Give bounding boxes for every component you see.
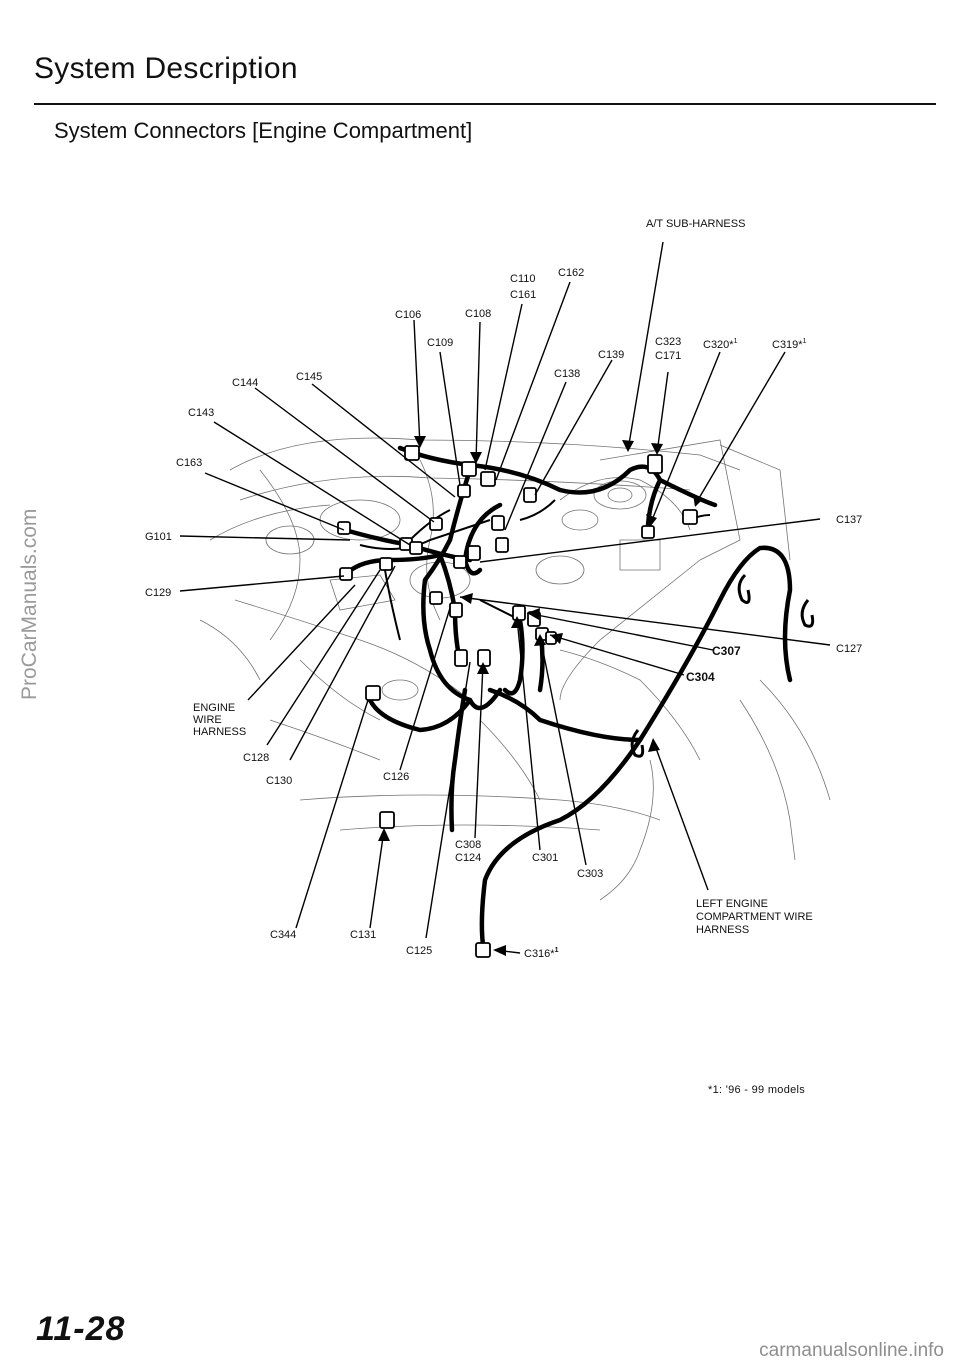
- page-number: 11-28: [36, 1310, 126, 1348]
- label-c108: C108: [465, 308, 491, 320]
- label-c171: C171: [655, 350, 681, 362]
- label-c125: C125: [406, 945, 432, 957]
- label-c138: C138: [554, 368, 580, 380]
- label-c323: C323: [655, 336, 681, 348]
- label-c162: C162: [558, 267, 584, 279]
- label-c304: C304: [686, 670, 715, 684]
- label-at-sub-harness: A/T SUB-HARNESS: [646, 218, 745, 230]
- label-left-harness-3: HARNESS: [696, 924, 749, 936]
- label-engine-wire-harness-3: HARNESS: [193, 726, 246, 738]
- label-c307: C307: [712, 644, 741, 658]
- page-subtitle: System Connectors [Engine Compartment]: [54, 118, 473, 143]
- label-c344: C344: [270, 929, 296, 941]
- watermark-bottom: carmanualsonline.info: [759, 1340, 944, 1361]
- title-rule: [34, 103, 936, 105]
- footnote: *1: '96 - 99 models: [708, 1084, 806, 1096]
- label-c316: C316*1: [524, 947, 559, 960]
- label-c301: C301: [532, 852, 558, 864]
- leader-lines: [179, 241, 831, 954]
- label-c319: C319*1: [772, 338, 807, 351]
- label-c137: C137: [836, 514, 862, 526]
- connectors: [337, 445, 698, 958]
- label-c124: C124: [455, 852, 481, 864]
- engine-sketch: [199, 437, 831, 901]
- label-c163: C163: [176, 457, 202, 469]
- callout-labels: A/T SUB-HARNESS C110 C161 C162 C106 C108…: [145, 218, 862, 960]
- label-left-harness-1: LEFT ENGINE: [696, 898, 768, 910]
- label-c303: C303: [577, 868, 603, 880]
- label-left-harness-2: COMPARTMENT WIRE: [696, 911, 813, 923]
- label-c126: C126: [383, 771, 409, 783]
- label-c129: C129: [145, 587, 171, 599]
- label-c161: C161: [510, 289, 536, 301]
- label-c308: C308: [455, 839, 481, 851]
- wire-harness: [342, 445, 793, 948]
- label-c145: C145: [296, 371, 322, 383]
- label-c127: C127: [836, 643, 862, 655]
- label-c131: C131: [350, 929, 376, 941]
- label-c144: C144: [232, 377, 258, 389]
- label-c320: C320*1: [703, 338, 738, 351]
- label-c110: C110: [510, 273, 535, 285]
- watermark-left: ProCarManuals.com: [18, 508, 41, 700]
- label-c143: C143: [188, 407, 214, 419]
- label-c109: C109: [427, 337, 453, 349]
- page-title: System Description: [34, 52, 298, 85]
- label-engine-wire-harness-1: ENGINE: [193, 702, 235, 714]
- label-c128: C128: [243, 752, 269, 764]
- label-c130: C130: [266, 775, 292, 787]
- label-engine-wire-harness-2: WIRE: [193, 714, 222, 726]
- label-c139: C139: [598, 349, 624, 361]
- label-c106: C106: [395, 309, 421, 321]
- label-g101: G101: [145, 531, 172, 543]
